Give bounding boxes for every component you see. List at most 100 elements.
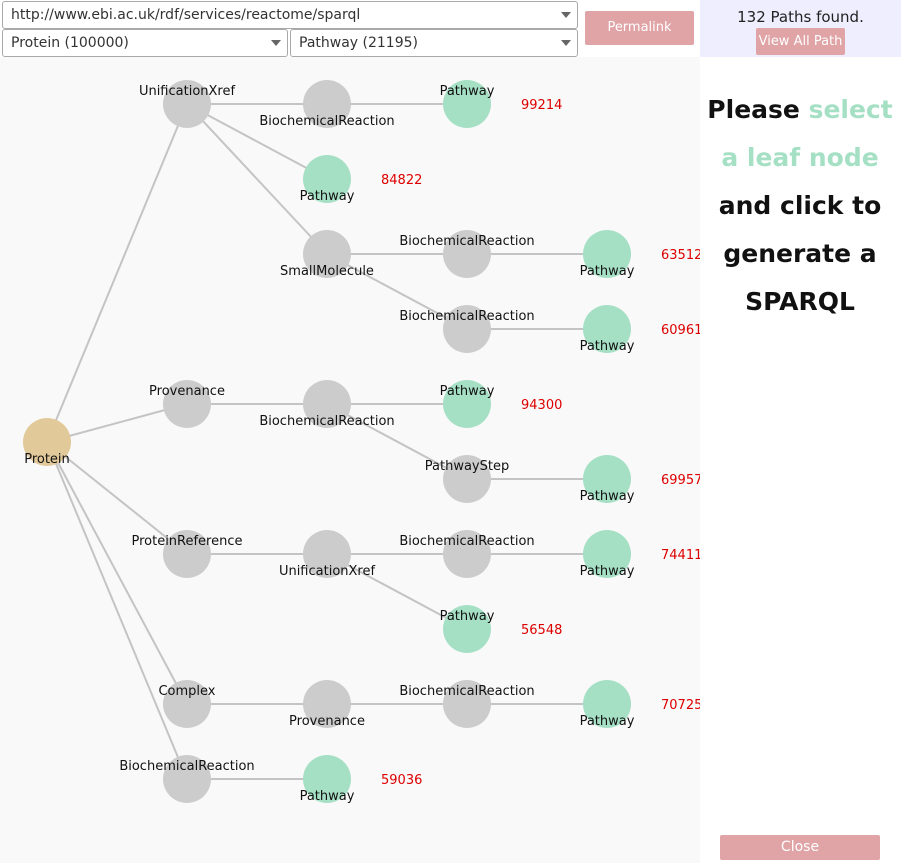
- graph-edge: [186, 103, 328, 255]
- graph-node-intermediate: BiochemicalReaction: [399, 305, 535, 353]
- graph-node-intermediate: BiochemicalReaction: [119, 755, 255, 803]
- source-class-select[interactable]: Protein (100000): [2, 29, 288, 57]
- graph-node-count: 69957: [661, 473, 700, 488]
- graph-node-circle[interactable]: [443, 605, 491, 653]
- graph-node-circle[interactable]: [303, 755, 351, 803]
- graph-node-intermediate: BiochemicalReaction: [259, 80, 395, 129]
- graph-node-leaf[interactable]: Pathway 70725: [580, 680, 700, 729]
- graph-node-leaf[interactable]: Pathway 60961: [580, 305, 700, 354]
- results-panel: 132 Paths found. View All Path: [700, 0, 901, 57]
- path-graph-svg: ProteinUnificationXrefBiochemicalReactio…: [23, 80, 700, 804]
- graph-node-circle: [443, 455, 491, 503]
- graph-node-label: Pathway: [300, 789, 355, 804]
- graph-node-circle: [443, 680, 491, 728]
- graph-node-label: Pathway: [580, 564, 635, 579]
- target-class-value: Pathway (21195): [299, 35, 418, 51]
- graph-node-circle: [303, 680, 351, 728]
- graph-node-label: Pathway: [580, 714, 635, 729]
- graph-node-label: Pathway: [580, 264, 635, 279]
- source-class-value: Protein (100000): [11, 35, 129, 51]
- graph-node-circle: [163, 380, 211, 428]
- graph-edge: [326, 403, 468, 480]
- graph-node-count: 59036: [381, 773, 422, 788]
- graph-node-circle: [303, 380, 351, 428]
- graph-node-label: Pathway: [580, 339, 635, 354]
- graph-node-circle[interactable]: [583, 680, 631, 728]
- graph-node-intermediate: BiochemicalReaction: [259, 380, 395, 429]
- graph-edge: [46, 403, 188, 443]
- paths-found-text: 132 Paths found.: [737, 8, 864, 26]
- graph-edge: [46, 441, 188, 555]
- graph-node-count: 70725: [661, 698, 700, 713]
- endpoint-select[interactable]: http://www.ebi.ac.uk/rdf/services/reacto…: [2, 1, 578, 29]
- graph-node-circle[interactable]: [303, 155, 351, 203]
- graph-edge: [46, 441, 188, 705]
- graph-node-label: Provenance: [289, 714, 365, 729]
- graph-node-label: Pathway: [300, 189, 355, 204]
- permalink-button[interactable]: Permalink: [585, 11, 694, 45]
- graph-node-label: SmallMolecule: [280, 264, 374, 279]
- graph-node-circle: [303, 80, 351, 128]
- graph-node-label: UnificationXref: [139, 84, 236, 99]
- graph-node-count: 56548: [521, 623, 562, 638]
- view-all-path-button[interactable]: View All Path: [756, 28, 845, 55]
- graph-node-root: Protein: [23, 418, 71, 467]
- graph-edge: [186, 103, 328, 180]
- graph-node-circle[interactable]: [583, 305, 631, 353]
- graph-node-label: BiochemicalReaction: [399, 534, 534, 549]
- graph-node-circle: [163, 80, 211, 128]
- instruction-part2: and click to generate a SPARQL: [718, 191, 882, 316]
- graph-node-leaf[interactable]: Pathway 56548: [440, 605, 563, 653]
- graph-node-label: ProteinReference: [131, 534, 242, 549]
- graph-node-intermediate: ProteinReference: [131, 530, 243, 578]
- graph-node-circle[interactable]: [583, 230, 631, 278]
- graph-node-intermediate: UnificationXref: [279, 530, 375, 579]
- graph-node-label: Pathway: [580, 489, 635, 504]
- chevron-down-icon: [271, 40, 281, 46]
- graph-edge: [46, 441, 188, 780]
- graph-node-label: Pathway: [440, 84, 495, 99]
- graph-node-leaf[interactable]: Pathway 69957: [580, 455, 700, 504]
- graph-node-circle[interactable]: [583, 455, 631, 503]
- graph-node-leaf[interactable]: Pathway 59036: [300, 755, 423, 804]
- graph-node-label: Pathway: [440, 609, 495, 624]
- graph-node-circle: [163, 680, 211, 728]
- graph-node-intermediate: PathwayStep: [425, 455, 509, 503]
- target-class-select[interactable]: Pathway (21195): [290, 29, 578, 57]
- graph-node-label: Protein: [24, 452, 70, 467]
- graph-node-circle: [163, 530, 211, 578]
- graph-node-intermediate: Provenance: [149, 380, 225, 428]
- graph-node-label: Pathway: [440, 384, 495, 399]
- graph-node-circle: [23, 418, 71, 466]
- close-button[interactable]: Close: [720, 835, 880, 860]
- graph-node-circle: [303, 230, 351, 278]
- graph-node-circle[interactable]: [443, 80, 491, 128]
- instruction-part1: Please: [707, 95, 809, 124]
- graph-edge: [326, 253, 468, 330]
- graph-node-label: BiochemicalReaction: [259, 414, 394, 429]
- graph-node-count: 60961: [661, 323, 700, 338]
- graph-node-label: BiochemicalReaction: [119, 759, 254, 774]
- graph-node-count: 84822: [381, 173, 422, 188]
- chevron-down-icon: [561, 12, 571, 18]
- graph-node-intermediate: UnificationXref: [139, 80, 236, 128]
- graph-node-label: BiochemicalReaction: [259, 114, 394, 129]
- graph-node-circle[interactable]: [583, 530, 631, 578]
- graph-node-intermediate: BiochemicalReaction: [399, 230, 535, 278]
- graph-node-leaf[interactable]: Pathway 84822: [300, 155, 423, 204]
- graph-node-intermediate: BiochemicalReaction: [399, 530, 535, 578]
- graph-node-label: BiochemicalReaction: [399, 234, 534, 249]
- graph-edge: [326, 553, 468, 630]
- graph-node-count: 63512: [661, 248, 700, 263]
- graph-node-circle: [443, 530, 491, 578]
- graph-node-leaf[interactable]: Pathway 63512: [580, 230, 700, 279]
- chevron-down-icon: [561, 40, 571, 46]
- graph-node-label: BiochemicalReaction: [399, 309, 534, 324]
- graph-node-circle[interactable]: [443, 380, 491, 428]
- graph-node-circle: [443, 230, 491, 278]
- graph-edge: [46, 103, 188, 443]
